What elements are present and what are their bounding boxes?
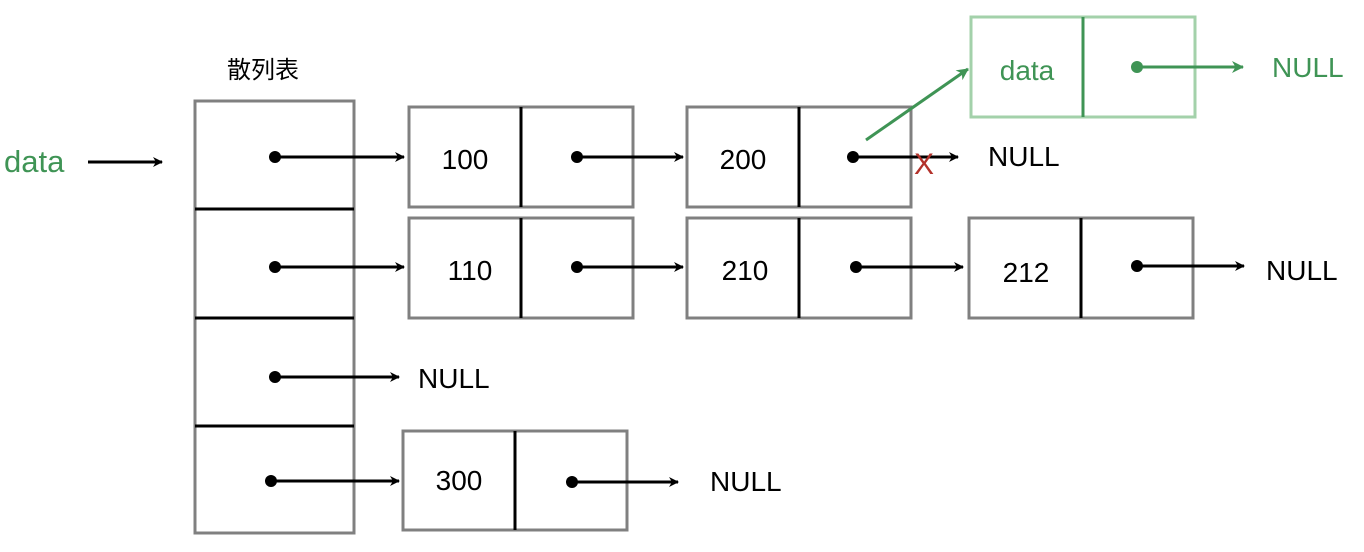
node-value: 210 (722, 255, 769, 286)
inserted-null-label: NULL (1272, 52, 1344, 83)
inserted-node-group: data NULL (865, 15, 1344, 142)
input-data-label: data (4, 144, 65, 179)
null-label: NULL (1266, 255, 1338, 286)
bucket-2-chain: NULL (269, 363, 490, 394)
null-label: NULL (710, 466, 782, 497)
removed-link-mark: X (914, 148, 934, 181)
node-value: 300 (436, 465, 483, 496)
null-label: NULL (418, 363, 490, 394)
inserted-node-value: data (1000, 55, 1055, 86)
null-label: NULL (988, 141, 1060, 172)
hash-table (193, 99, 356, 535)
bucket-3-chain: 300 NULL (265, 429, 782, 532)
bucket-0-chain: 100 200 X NULL (269, 105, 1060, 209)
node-value: 212 (1003, 257, 1050, 288)
insert-arrow (865, 67, 969, 142)
node-value: 100 (442, 144, 489, 175)
node-value: 110 (448, 255, 493, 286)
bucket-1-chain: 110 210 212 NULL (269, 216, 1338, 320)
node-value: 200 (720, 144, 767, 175)
table-title: 散列表 (227, 57, 299, 84)
